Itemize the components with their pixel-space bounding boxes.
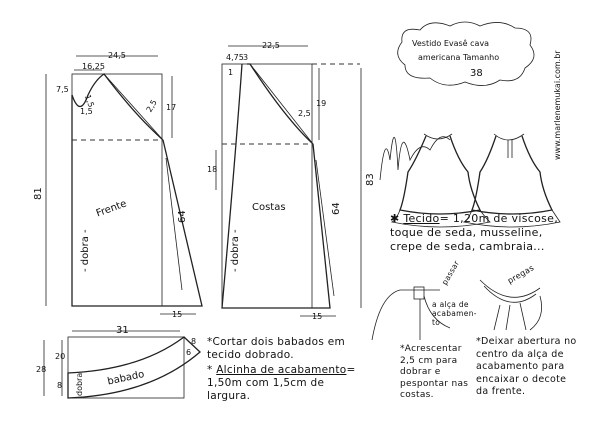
front-neck-width: 16,25 <box>82 62 105 71</box>
fabric-note-title: Tecido <box>403 212 440 225</box>
front-neck-drop: 7,5 <box>56 85 69 94</box>
opening-note: *Deixar abertura no centro da alça de ac… <box>476 336 577 399</box>
dress-illustration-back <box>462 133 561 228</box>
title-cloud: Vestido Evasê cava americana Tamanho 38 <box>397 21 535 86</box>
front-label: Frente <box>95 198 128 219</box>
add-seam-note: *Acrescentar 2,5 cm para dobrar e pespon… <box>400 344 468 402</box>
front-side-length: 64 <box>177 210 188 223</box>
pass-strap-note-rest: a alça de acabamen- to <box>432 300 477 327</box>
back-hem-flare: 15 <box>312 312 322 321</box>
back-total-length: 83 <box>365 173 376 186</box>
ruffle-fold-label: dobra <box>75 373 84 396</box>
back-armhole-height: 19 <box>316 99 326 108</box>
back-strap-width: 3 <box>243 53 248 62</box>
note-line: tecido dobrado. <box>207 349 294 361</box>
front-armhole-height: 17 <box>166 103 176 112</box>
title-line2: americana Tamanho <box>418 53 499 62</box>
front-total-length: 81 <box>33 187 44 200</box>
pleats-detail-sketch <box>479 279 543 331</box>
note-line: crepe de seda, cambraia... <box>390 240 545 253</box>
title-size: 38 <box>470 68 483 79</box>
ruffle-label: babado <box>106 369 145 388</box>
strap-detail-sketch <box>371 286 451 341</box>
note-line: to <box>432 318 441 327</box>
back-side-length: 64 <box>331 202 342 215</box>
back-fold-label: - dobra - <box>230 229 241 272</box>
front-armhole-depth: 2,5 <box>145 98 159 114</box>
note-line: *Acrescentar <box>400 344 462 354</box>
back-armhole-depth: 2,5 <box>298 109 311 118</box>
note-line: centro da alça de <box>476 348 564 360</box>
back-neck-width: 4,75 <box>226 53 244 62</box>
strap-note: * Alcinha de acabamento= 1,50m com 1,5cm… <box>207 364 356 402</box>
ruffle-end-a: 8 <box>191 337 196 346</box>
note-line: 1,50m com 1,5cm de <box>207 377 325 389</box>
note-line: a alça de <box>432 300 469 309</box>
note-line: da frente. <box>476 386 526 397</box>
note-line: 2,5 cm para <box>400 355 458 366</box>
note-line: pespontar nas <box>400 378 469 389</box>
front-fold-label: - dobra - <box>80 229 91 272</box>
dress-illustration-front <box>390 133 491 228</box>
note-line: dobrar e <box>400 367 441 377</box>
front-pattern-piece: 24,5 16,25 7,5 1,5 1,5 2,5 17 81 64 15 F… <box>33 51 203 319</box>
back-pattern-piece: 22,5 4,75 3 1 19 2,5 18 83 64 15 Costas … <box>207 41 376 321</box>
note-line: = 1,20m de viscose, <box>439 212 558 225</box>
watermark-url: www.marlenemukai.com.br <box>553 50 562 160</box>
signature <box>379 136 451 181</box>
ruffle-total-height: 28 <box>36 365 46 374</box>
ruffle-width: 31 <box>116 325 129 336</box>
front-neck-curve: 1,5 <box>83 94 96 109</box>
fabric-note: ✱ Tecido= 1,20m de viscose, toque de sed… <box>390 212 558 253</box>
strap-note-title: Alcinha de acabamento <box>216 364 347 376</box>
ruffle-end-b: 6 <box>186 348 191 357</box>
ruffle-top-height: 20 <box>55 352 65 361</box>
back-width: 22,5 <box>262 41 280 50</box>
ruffle-bottom-height: 8 <box>57 381 62 390</box>
back-label: Costas <box>252 202 286 213</box>
note-line: acabamento para <box>476 361 565 372</box>
note-line: costas. <box>400 390 434 400</box>
front-neck-small: 1,5 <box>80 107 93 116</box>
note-line: *Cortar dois babados em <box>207 336 346 348</box>
note-line: *Deixar abertura no <box>476 336 577 347</box>
note-line: toque de seda, musseline, <box>390 226 543 239</box>
back-neck-drop: 1 <box>228 68 233 77</box>
note-line: encaixar o decote <box>476 373 567 385</box>
cut-ruffles-note: *Cortar dois babados em tecido dobrado. <box>207 336 345 362</box>
front-width: 24,5 <box>108 51 126 60</box>
front-hem-flare: 15 <box>172 310 182 319</box>
back-fold-mark: 18 <box>207 165 217 174</box>
ruffle-pattern-piece: 31 20 8 28 8 6 babado dobra <box>36 325 201 399</box>
title-line1: Vestido Evasê cava <box>412 38 489 48</box>
note-line: acabamen- <box>432 309 477 318</box>
note-line: largura. <box>207 390 251 402</box>
